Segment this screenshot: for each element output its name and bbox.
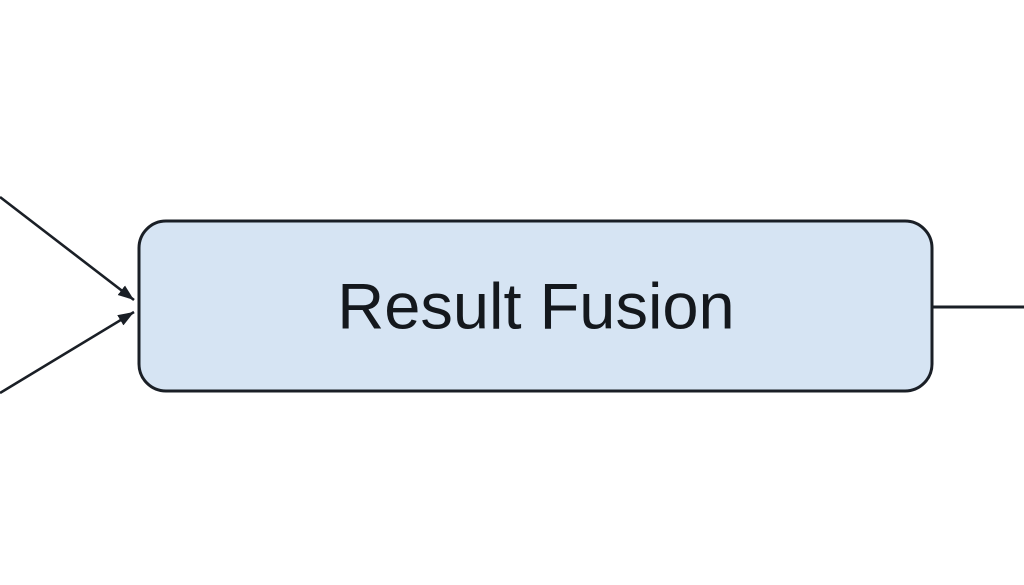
node-result-fusion-label: Result Fusion: [337, 270, 734, 343]
node-result-fusion: [137, 219, 934, 393]
edge-incoming-bottom: [0, 310, 135, 395]
edge-incoming-top: [0, 195, 135, 302]
